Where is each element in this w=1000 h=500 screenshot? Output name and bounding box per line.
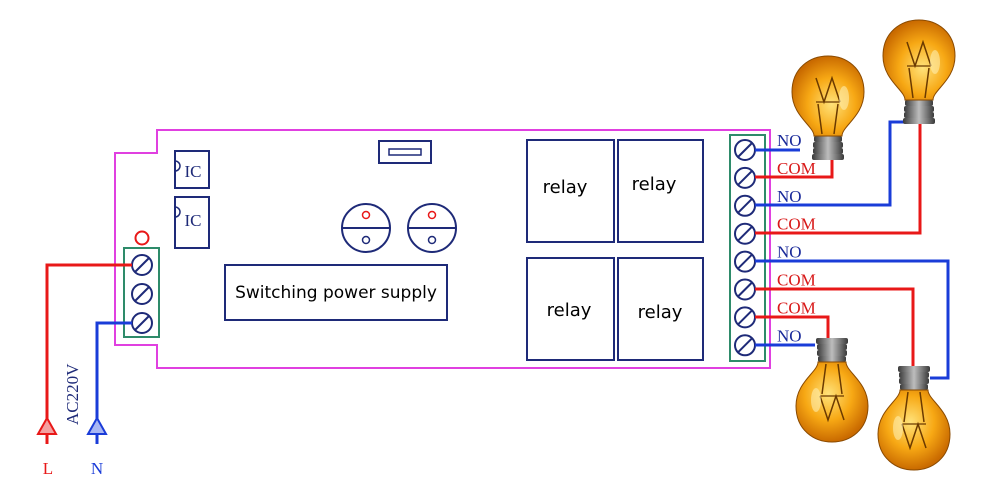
relay-label: relay [632,174,677,195]
screw-terminal [734,222,756,245]
screw-terminal [734,139,756,161]
no-terminal-label: NO [777,243,802,262]
ic-label: IC [185,162,202,181]
no-terminal-label: NO [777,326,802,345]
light-bulb-icon [877,365,951,471]
relay-label: relay [638,302,683,323]
indicator-led-right [407,203,457,253]
board-outline [114,129,771,369]
com-terminal-label: COM [777,298,816,317]
screw-terminal [734,306,756,329]
screw-terminal [734,166,756,189]
wire-com-2 [755,122,922,235]
switching-power-supply: Switching power supply [224,264,448,321]
screw-terminal [131,283,153,305]
screw-terminal [734,194,756,217]
light-bulb-icon [795,337,869,443]
relay-2: relay [617,139,704,243]
screw-terminal [734,250,756,273]
indicator-led-left [341,203,391,253]
ic-chip-top: IC [174,150,210,189]
com-terminal-label: COM [777,215,816,234]
relay-1: relay [526,139,615,243]
com-terminal-label: COM [777,271,816,290]
board-connector [378,140,432,164]
relay-label: relay [543,177,588,198]
light-bulb-icon [882,19,956,125]
live-arrow-icon [36,415,58,435]
screw-terminal [131,254,153,276]
screw-terminal [734,334,756,357]
no-terminal-label: NO [777,187,802,206]
light-bulb-icon [791,55,865,161]
output-terminal-block [729,134,766,362]
ic-chip-bottom: IC [174,196,210,249]
voltage-label: AC220V [63,363,82,425]
power-supply-label: Switching power supply [235,283,437,303]
neutral-label: N [91,459,103,478]
wire-no-2 [755,120,906,207]
power-indicator-led [134,230,150,246]
neutral-wire [95,321,132,428]
wire-com-4 [755,315,830,340]
neutral-arrow-icon [86,415,108,435]
relay-4: relay [617,257,704,361]
ic-label: IC [185,211,202,230]
screw-terminal [131,312,153,334]
relay-label: relay [547,300,592,321]
wire-com-1 [755,158,834,179]
wire-com-3 [755,287,915,368]
no-terminal-label: NO [777,131,802,150]
relay-3: relay [526,257,615,361]
wire-no-3 [755,259,950,380]
live-label: L [43,459,53,478]
com-terminal-label: COM [777,159,816,178]
screw-terminal [734,278,756,301]
live-wire [45,263,132,428]
